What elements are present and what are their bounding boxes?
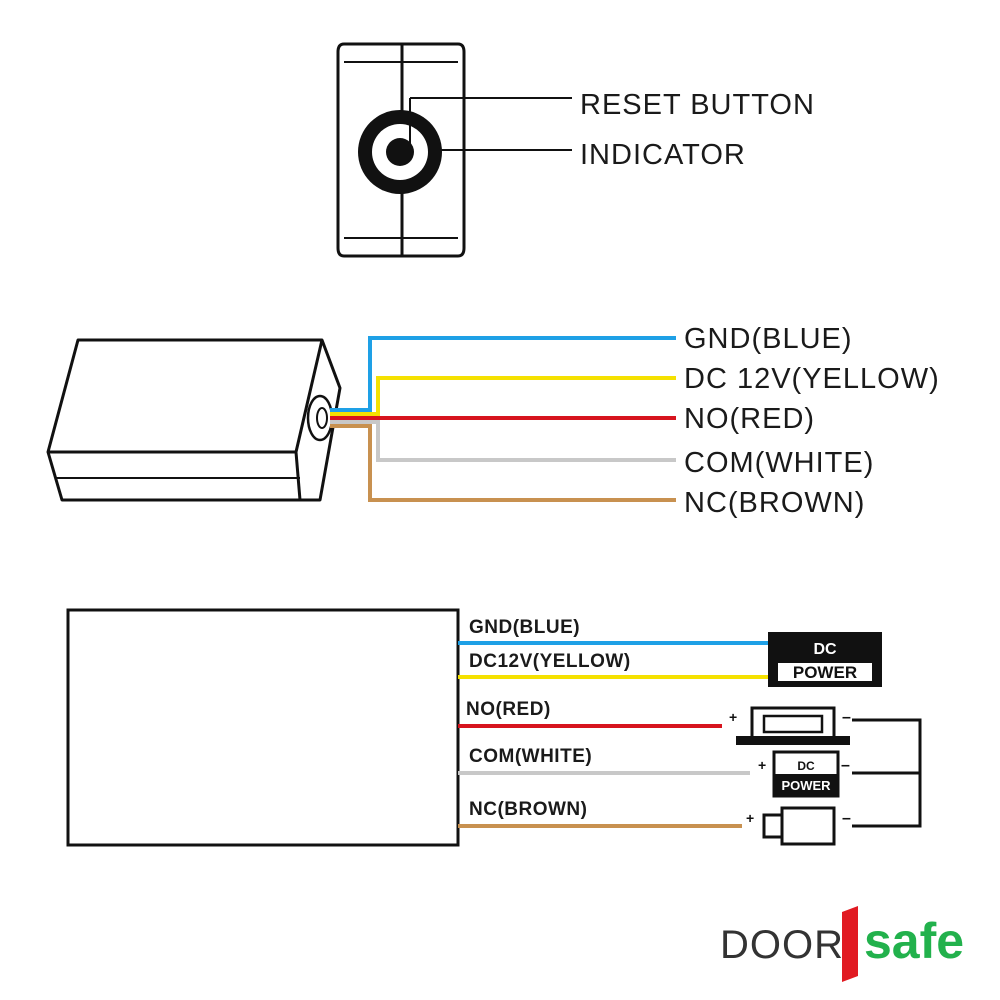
exit-button-front-view — [336, 42, 572, 258]
wire-label-no: NO(RED) — [684, 403, 815, 435]
minus-sign: – — [842, 709, 851, 726]
wire-dc12v-yellow — [330, 376, 676, 416]
small-power-line2: POWER — [781, 778, 831, 793]
power-box-line1: DC — [813, 641, 837, 658]
power-box-line2: POWER — [793, 663, 857, 682]
small-power-line1: DC — [797, 759, 815, 773]
minus-sign: – — [841, 757, 850, 774]
cable-grommet-icon — [306, 394, 334, 442]
logo-door-text: DOOR — [720, 923, 844, 967]
diagram-label-dc12v: DC12V(YELLOW) — [469, 651, 631, 672]
plus-sign: + — [729, 709, 737, 725]
logo-safe-text: safe — [864, 913, 964, 969]
small-dc-power-supply: DC POWER — [772, 750, 840, 798]
minus-sign: – — [842, 810, 851, 827]
bolt-lock-icon — [762, 806, 836, 846]
controller-box — [66, 608, 460, 847]
doorsafe-logo: DOOR safe — [720, 906, 964, 982]
indicator-label: INDICATOR — [580, 139, 746, 171]
wire-label-dc12v: DC 12V(YELLOW) — [684, 363, 940, 395]
electric-strike-lock-icon — [736, 706, 850, 745]
reset-button-icon[interactable] — [386, 138, 414, 166]
wire-label-nc: NC(BROWN) — [684, 487, 865, 519]
diagram-label-no: NO(RED) — [466, 699, 551, 720]
diagram-label-com: COM(WHITE) — [469, 746, 592, 767]
plus-sign: + — [746, 810, 754, 826]
module-wire-bundle — [330, 336, 676, 502]
wire-label-com: COM(WHITE) — [684, 447, 874, 479]
wire-label-gnd: GND(BLUE) — [684, 323, 853, 355]
wire-nc-brown — [330, 424, 676, 502]
diagram-label-gnd: GND(BLUE) — [469, 617, 580, 638]
diagram-label-nc: NC(BROWN) — [469, 799, 587, 820]
wire-gnd-blue — [330, 336, 676, 412]
plus-sign: + — [758, 757, 766, 773]
wire-com-white — [330, 420, 676, 462]
dc-power-supply: DC POWER — [768, 632, 882, 687]
lock-negative-bus — [852, 718, 922, 828]
polarity-markers: + + + – – – — [729, 709, 851, 827]
module-isometric-view — [46, 338, 342, 502]
diagram-wires — [458, 641, 768, 828]
reset-button-label: RESET BUTTON — [580, 89, 815, 121]
logo-red-bar-icon — [842, 906, 858, 982]
